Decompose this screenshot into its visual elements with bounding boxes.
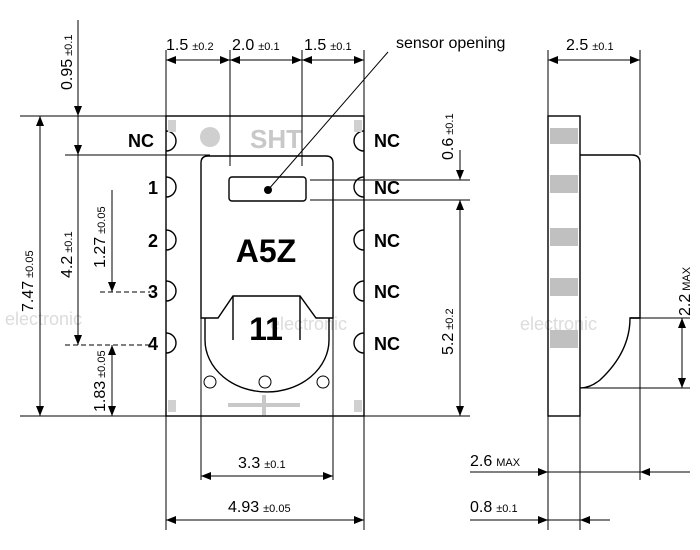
watermark-text-1: electronic <box>5 309 82 329</box>
side-view <box>470 50 690 530</box>
pin-label-left-1: 1 <box>148 178 158 198</box>
dim-cap-height: 5.2±0.2 <box>440 308 457 355</box>
dim-top-pitch-w: 2.0±0.1 <box>232 37 280 54</box>
dim-total-width: 4.93±0.05 <box>228 499 291 516</box>
pad-fill <box>168 120 362 412</box>
dimension-lines <box>20 20 470 530</box>
dim-pin-pitch: 1.27±0.05 <box>92 206 109 268</box>
marking-bottom: 11 <box>249 311 283 347</box>
pin-label-right-4: NC <box>374 334 400 354</box>
pcb-outline <box>165 115 365 417</box>
dim-cap-width: 3.3±0.1 <box>238 455 286 472</box>
pin-label-right-2: NC <box>374 231 400 251</box>
ground-mark <box>228 395 300 415</box>
dim-top-offset: 0.95±0.1 <box>59 35 76 90</box>
pin-label-right-1: NC <box>374 178 400 198</box>
left-pads <box>165 130 177 354</box>
dim-side-width: 2.5±0.1 <box>566 37 614 54</box>
front-view: SHT A5Z 11 NC 1 2 3 4 NC NC NC NC NC <box>128 115 400 417</box>
dim-pin1-offset: 4.2±0.1 <box>59 231 76 278</box>
right-pads <box>353 130 365 354</box>
pin-label-right-3: NC <box>374 282 400 302</box>
sensor-opening-rect <box>228 176 307 202</box>
side-pcb <box>547 115 581 417</box>
pin-label-right-0: NC <box>374 131 400 151</box>
pin-label-left-0: NC <box>128 131 154 151</box>
pin-label-left-2: 2 <box>148 231 158 251</box>
dimension-texts: 1.5±0.2 2.0±0.1 1.5±0.1 2.5±0.1 sensor o… <box>20 35 694 516</box>
dim-top-pad-w2: 1.5±0.1 <box>304 37 352 54</box>
watermark-text-2: electronic <box>270 314 347 334</box>
sht-logo: SHT <box>250 124 302 154</box>
pin-label-left-3: 3 <box>148 282 158 302</box>
mount-hole-mid <box>258 375 272 389</box>
dim-opening-offset: 0.6±0.1 <box>440 113 457 160</box>
watermark: electronic electronic electronic <box>5 309 597 334</box>
watermark-text-3: electronic <box>520 314 597 334</box>
marking-top: A5Z <box>236 233 296 269</box>
dim-bottom-offset: 1.83±0.05 <box>92 350 109 412</box>
side-cap <box>579 154 641 389</box>
dim-total-height: 7.47±0.05 <box>20 250 37 312</box>
cap-dome <box>204 318 330 393</box>
dim-side-height: 2.2MAX <box>677 266 694 316</box>
fiducial-dot <box>200 127 220 147</box>
dim-top-pad-w: 1.5±0.2 <box>166 37 214 54</box>
mount-hole-right <box>316 375 330 389</box>
mount-hole-left <box>203 375 217 389</box>
sensor-opening-label: sensor opening <box>396 35 505 52</box>
dim-pcb-thickness: 0.8±0.1 <box>470 499 518 516</box>
pin-label-left-4: 4 <box>148 334 158 354</box>
